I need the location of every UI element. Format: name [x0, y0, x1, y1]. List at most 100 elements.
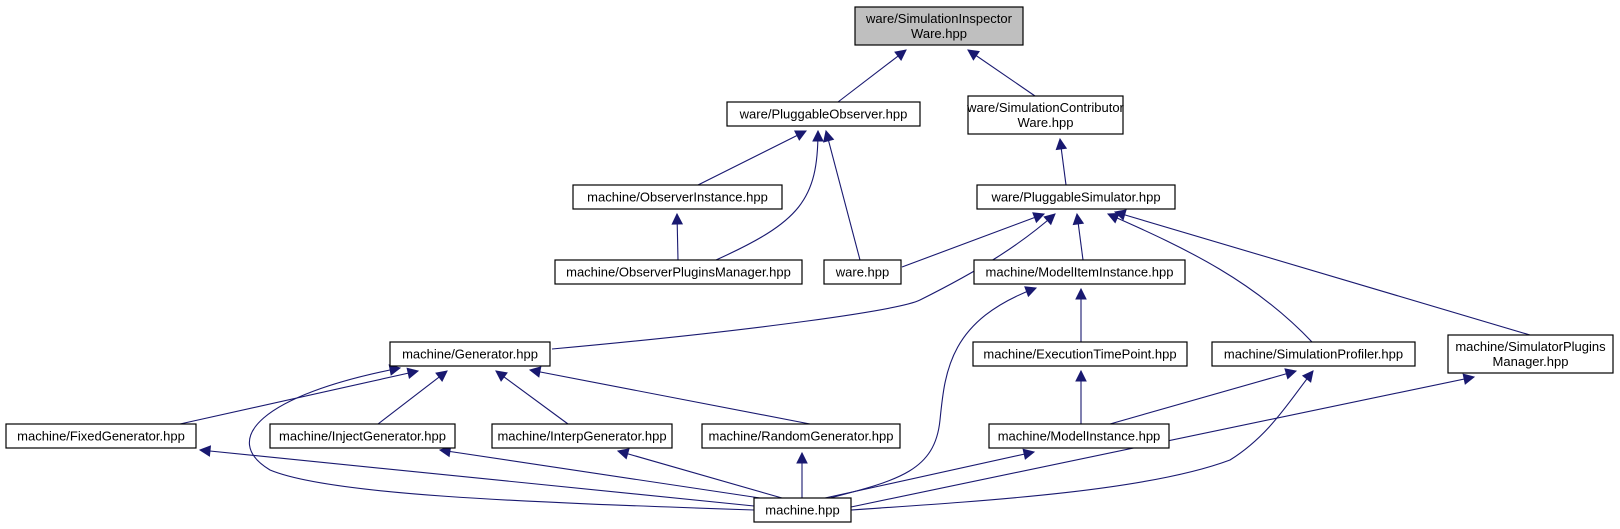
node-label: ware/PluggableObserver.hpp: [739, 107, 908, 122]
arrowhead-icon: [198, 445, 212, 457]
arrowhead-icon: [1072, 212, 1085, 226]
arrowhead-icon: [1462, 373, 1476, 385]
node-random-generator[interactable]: machine/RandomGenerator.hpp: [701, 423, 901, 449]
edge-ware_hpp-to-pluggable_observer: [823, 129, 861, 261]
arrowhead-icon: [671, 212, 684, 225]
edge-observer_instance-to-pluggable_observer: [697, 130, 807, 186]
node-observer-plugins-manager[interactable]: machine/ObserverPluginsManager.hpp: [554, 259, 803, 285]
node-box: [823, 259, 902, 285]
node-box: [753, 497, 852, 523]
edge-observer_plugins_manager-to-observer_instance: [671, 212, 684, 261]
node-box: [967, 95, 1124, 135]
node-model-instance[interactable]: machine/ModelInstance.hpp: [988, 423, 1170, 449]
edge-model_instance-to-execution_time_point: [1075, 369, 1087, 424]
edge-fixed_generator-to-generator: [179, 367, 420, 425]
arrowhead-icon: [406, 367, 420, 379]
arrowhead-icon: [528, 366, 542, 378]
node-label: machine.hpp: [765, 503, 839, 518]
node-box: [269, 423, 456, 449]
node-label: machine/ObserverPluginsManager.hpp: [566, 265, 791, 280]
edge-inject_generator-to-generator: [377, 370, 448, 425]
arrowhead-icon: [812, 129, 824, 142]
arrowhead-icon: [1301, 370, 1314, 383]
node-simulation-profiler[interactable]: machine/SimulationProfiler.hpp: [1211, 341, 1416, 367]
node-machine-hpp[interactable]: machine.hpp: [753, 497, 852, 523]
arrowhead-icon: [495, 370, 508, 382]
arrowhead-icon: [1032, 212, 1046, 224]
edge-random_generator-to-generator: [528, 366, 811, 425]
node-box: [1211, 341, 1416, 367]
node-interp-generator[interactable]: machine/InterpGenerator.hpp: [491, 423, 673, 449]
node-label: Ware.hpp: [911, 26, 967, 41]
node-ware-hpp[interactable]: ware.hpp: [823, 259, 902, 285]
arrowhead-icon: [796, 451, 808, 464]
arrowhead-icon: [1055, 137, 1068, 151]
node-pluggable-simulator[interactable]: ware/PluggableSimulator.hpp: [976, 184, 1176, 210]
node-label: machine/InjectGenerator.hpp: [279, 429, 446, 444]
node-label: machine/Generator.hpp: [402, 347, 538, 362]
edge-machine_hpp-to-simulation_profiler: [850, 370, 1314, 511]
node-label: ware.hpp: [835, 265, 889, 280]
node-model-item-instance[interactable]: machine/ModelItemInstance.hpp: [973, 259, 1186, 285]
node-box: [972, 341, 1188, 367]
edge-model_item_instance-to-pluggable_simulator: [1072, 212, 1085, 261]
arrowhead-icon: [1043, 213, 1056, 226]
arrowhead-icon: [967, 49, 980, 61]
node-label: Manager.hpp: [1493, 354, 1569, 369]
edges-layer: [179, 49, 1531, 511]
arrowhead-icon: [894, 49, 907, 61]
arrowhead-icon: [794, 130, 807, 141]
edge-machine_hpp-to-model_instance: [824, 448, 1036, 499]
arrowhead-icon: [435, 370, 448, 383]
node-label: machine/ModelItemInstance.hpp: [986, 265, 1174, 280]
edge-execution_time_point-to-model_item_instance: [1075, 287, 1087, 342]
arrowhead-icon: [616, 448, 630, 460]
node-pluggable-observer[interactable]: ware/PluggableObserver.hpp: [726, 101, 921, 127]
nodes-layer: ware/SimulationInspectorWare.hppware/Plu…: [5, 6, 1614, 523]
node-observer-instance[interactable]: machine/ObserverInstance.hpp: [572, 184, 783, 210]
arrowhead-icon: [1106, 212, 1120, 224]
node-label: Ware.hpp: [1018, 115, 1074, 130]
node-label: machine/ModelInstance.hpp: [998, 429, 1161, 444]
edge-ware_hpp-to-pluggable_simulator: [901, 212, 1046, 268]
node-fixed-generator[interactable]: machine/FixedGenerator.hpp: [5, 423, 197, 449]
node-box: [572, 184, 783, 210]
edge-simulation_profiler-to-pluggable_simulator: [1106, 212, 1313, 343]
arrowhead-icon: [1075, 287, 1087, 300]
node-box: [1447, 334, 1614, 374]
edge-pluggable_observer-to-sim_inspector_ware: [837, 49, 907, 103]
node-box: [726, 101, 921, 127]
node-generator[interactable]: machine/Generator.hpp: [389, 341, 551, 367]
edge-simulator_plugins_manager-to-pluggable_simulator: [1113, 209, 1531, 336]
node-box: [973, 259, 1186, 285]
edge-machine_hpp-to-interp_generator: [616, 448, 783, 499]
edge-machine_hpp-to-model_item_instance: [829, 286, 1038, 499]
node-label: machine/RandomGenerator.hpp: [708, 429, 893, 444]
arrowhead-icon: [1113, 209, 1127, 221]
node-label: machine/InterpGenerator.hpp: [497, 429, 666, 444]
arrowhead-icon: [823, 129, 835, 143]
edge-sim_contributor_ware-to-sim_inspector_ware: [967, 49, 1036, 97]
edge-machine_hpp-to-random_generator: [796, 451, 808, 498]
edge-observer_plugins_manager-to-pluggable_observer: [715, 129, 824, 261]
node-label: ware/PluggableSimulator.hpp: [990, 190, 1160, 205]
node-box: [701, 423, 901, 449]
node-execution-time-point[interactable]: machine/ExecutionTimePoint.hpp: [972, 341, 1188, 367]
node-label: ware/SimulationContributor: [966, 100, 1124, 115]
node-label: ware/SimulationInspector: [865, 11, 1013, 26]
edge-pluggable_simulator-to-sim_contributor_ware: [1055, 137, 1068, 186]
arrowhead-icon: [1075, 369, 1087, 382]
node-box: [5, 423, 197, 449]
node-label: machine/SimulationProfiler.hpp: [1224, 347, 1403, 362]
node-box: [976, 184, 1176, 210]
node-label: machine/ObserverInstance.hpp: [587, 190, 768, 205]
node-inject-generator[interactable]: machine/InjectGenerator.hpp: [269, 423, 456, 449]
node-box: [389, 341, 551, 367]
edge-interp_generator-to-generator: [495, 370, 569, 425]
edge-machine_hpp-to-fixed_generator: [198, 445, 755, 507]
edge-generator-to-pluggable_simulator: [551, 213, 1056, 350]
